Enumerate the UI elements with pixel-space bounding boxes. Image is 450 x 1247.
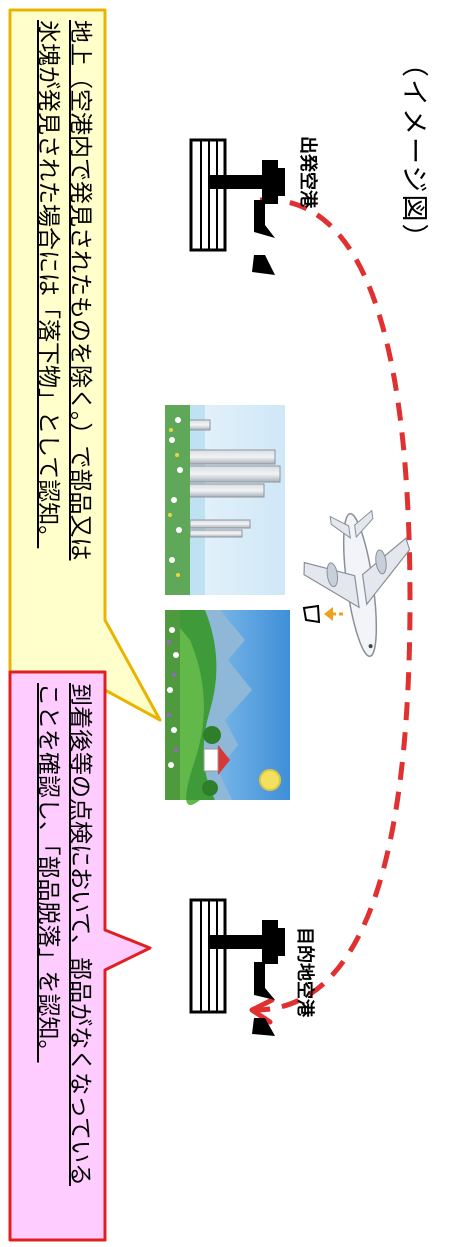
- departure-airport-icon: [189, 138, 285, 275]
- flight-path: [254, 197, 413, 1013]
- falling-part-icon: [302, 604, 321, 624]
- part-drop-indicator: [302, 604, 343, 624]
- arrival-airport-label: 目的地空港: [294, 927, 315, 1017]
- countryside-scene: [165, 610, 290, 805]
- callout-arrival-text: 到着後等の点検において、部品がなくなっている ことを確認し、「部品脱落」を認知。: [32, 683, 96, 1243]
- callout-arrival-line-1: 到着後等の点検において、部品がなくなっている: [67, 683, 93, 1187]
- departure-airport-label: 出発空港: [297, 136, 318, 208]
- callout-arrival-line-2: ことを確認し、「部品脱落」を認知。: [35, 683, 61, 1063]
- page-title: （イメージ図）: [398, 50, 429, 253]
- callout-arrival: [8, 670, 152, 1242]
- city-scene: [165, 405, 285, 595]
- arrival-airport-icon: [189, 898, 285, 1036]
- airplane-icon: [303, 509, 411, 658]
